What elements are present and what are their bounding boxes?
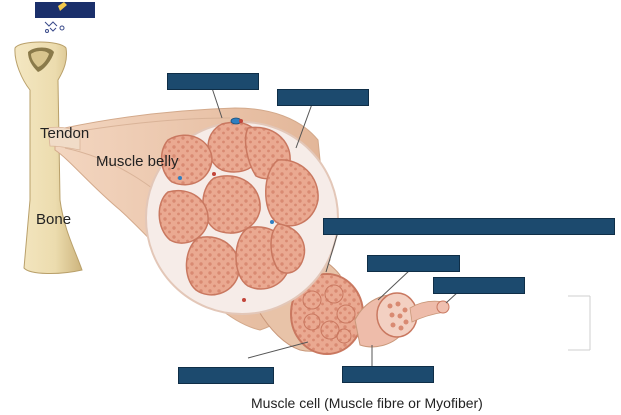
bottom-right-box[interactable] [342, 366, 434, 383]
bottom-left-box[interactable] [178, 367, 274, 384]
tendon-label: Tendon [40, 125, 90, 142]
muscle-belly-label: Muscle belly [96, 153, 179, 170]
fascicle-bundle-illustration [244, 245, 450, 355]
fascicle-outer-box[interactable] [277, 89, 369, 106]
logo [35, 2, 95, 33]
muscle-cell-label: Muscle cell (Muscle fibre or Myofiber) [251, 395, 483, 411]
bone-illustration [14, 41, 83, 274]
muscle-cross-section [145, 117, 339, 315]
fascicle-long-box[interactable] [323, 218, 615, 235]
myofibril-box[interactable] [433, 277, 525, 294]
epimysium-box[interactable] [167, 73, 259, 90]
scan-artifacts [568, 295, 591, 351]
perimysium-box[interactable] [367, 255, 460, 272]
bone-label: Bone [36, 211, 72, 228]
